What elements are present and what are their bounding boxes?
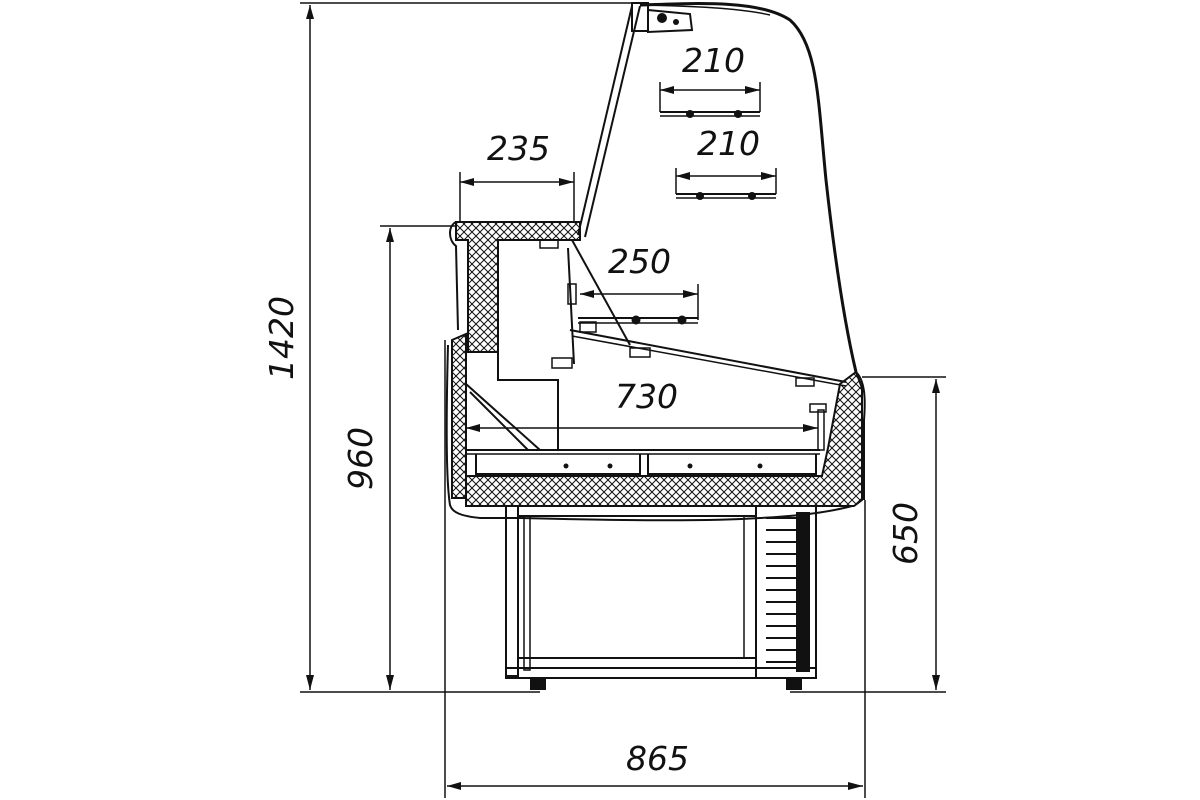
dimension-label-865: 865 (626, 739, 689, 778)
dimension-label-1420: 1420 (262, 296, 301, 380)
dimension-label-960: 960 (341, 427, 380, 490)
dimension-label-730: 730 (615, 377, 678, 416)
dimension-total-height: 1420 (262, 2, 640, 693)
condenser-grille (766, 512, 810, 672)
dimension-label-650: 650 (886, 502, 925, 565)
dimension-inner-width: 730 (466, 377, 818, 432)
dimension-rear-shelf: 235 (459, 129, 575, 222)
dimension-label-235: 235 (487, 129, 550, 168)
dimension-total-width: 865 (444, 340, 866, 798)
dimension-counter-height: 960 (341, 225, 456, 690)
display-case-body (445, 2, 866, 522)
dimension-base-height: 650 (790, 376, 946, 693)
dimension-shelf-lower: 210 (675, 124, 777, 200)
dimension-middle-shelf: 250 (567, 242, 699, 325)
display-case-stand (505, 505, 817, 690)
dimension-label-210-lower: 210 (697, 124, 760, 163)
dimension-label-210-upper: 210 (682, 41, 745, 80)
dimension-shelf-upper: 210 (659, 41, 761, 118)
dimension-label-250: 250 (608, 242, 671, 281)
